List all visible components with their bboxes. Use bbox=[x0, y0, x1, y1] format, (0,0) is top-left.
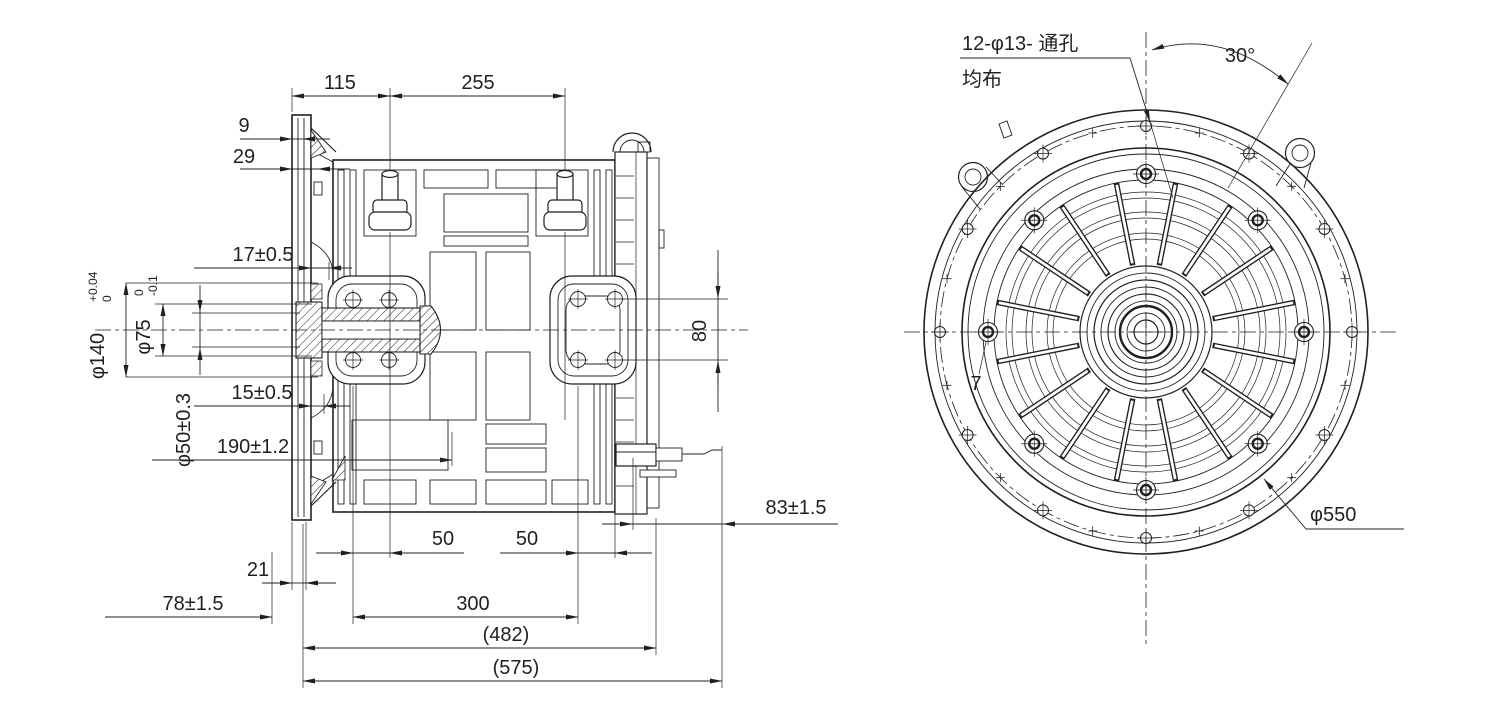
dim-9: 9 bbox=[238, 115, 249, 137]
dim-17: 17±0.5 bbox=[232, 244, 293, 266]
dim-21: 21 bbox=[247, 559, 269, 581]
dim-482: (482) bbox=[483, 624, 530, 646]
dim-78: 78±1.5 bbox=[162, 593, 223, 615]
fan-spoke-core bbox=[1203, 247, 1272, 295]
terminal-posts bbox=[368, 169, 587, 231]
lifting-eye-side bbox=[612, 132, 652, 153]
lifting-lug-right bbox=[1275, 137, 1316, 189]
mounting-flange bbox=[291, 114, 337, 521]
dim-83: 83±1.5 bbox=[765, 497, 826, 519]
dim-15: 15±0.5 bbox=[231, 382, 292, 404]
dim-50b: 50 bbox=[516, 528, 538, 550]
label-7: 7 bbox=[970, 373, 981, 395]
dim-190: 190±1.2 bbox=[217, 436, 289, 458]
fan-spoke-core bbox=[1061, 206, 1109, 275]
dim-dia140-sub: 0 bbox=[100, 295, 114, 302]
dim-29: 29 bbox=[233, 146, 255, 168]
cable-assembly bbox=[615, 443, 722, 478]
dim-115: 115 bbox=[324, 72, 356, 94]
dim-dia75-main: φ75 bbox=[133, 319, 155, 354]
fan-spoke-core bbox=[998, 301, 1078, 320]
dim-dia140-sup: +0.04 bbox=[86, 271, 100, 302]
shaft-nose bbox=[419, 305, 442, 355]
dim-dia75-sub: -0.1 bbox=[146, 275, 160, 296]
fan-spoke-core bbox=[1158, 400, 1177, 480]
front-view bbox=[904, 32, 1396, 646]
dim-80: 80 bbox=[689, 320, 711, 342]
front-dimensions: 12-φ13- 通孔 均布 30° 7 φ550 bbox=[960, 32, 1404, 530]
extension-lines bbox=[126, 88, 728, 688]
angle-reference-line bbox=[1227, 42, 1313, 189]
fan-spoke-core bbox=[1020, 369, 1089, 417]
dim-300: 300 bbox=[456, 593, 489, 615]
lifting-lug-left bbox=[957, 161, 1004, 210]
side-dimensions: 115 255 9 29 17±0.5 15±0.5 190±1.2 φ140 … bbox=[86, 72, 838, 688]
fan-spoke-core bbox=[1203, 369, 1272, 417]
fan-spoke-core bbox=[1115, 184, 1134, 264]
terminal-post bbox=[543, 169, 587, 231]
fan-spoke-core bbox=[998, 344, 1078, 363]
dim-50a: 50 bbox=[432, 528, 454, 550]
fan-spoke-core bbox=[1183, 389, 1231, 458]
output-shaft-section bbox=[295, 301, 442, 359]
dim-255: 255 bbox=[461, 72, 494, 94]
side-view bbox=[95, 114, 748, 521]
dim-dia75: φ75 0 -0.1 bbox=[132, 275, 160, 355]
fan-spoke-core bbox=[1020, 247, 1089, 295]
dim-575: (575) bbox=[493, 657, 540, 679]
note-holes-line2: 均布 bbox=[962, 68, 1002, 91]
fan-features bbox=[931, 117, 1361, 547]
note-holes-line1: 12-φ13- 通孔 bbox=[962, 32, 1078, 55]
fan-spoke-core bbox=[1214, 344, 1294, 363]
dim-dia140-main: φ140 bbox=[87, 333, 109, 379]
dim-30deg: 30° bbox=[1225, 45, 1255, 67]
terminal-post bbox=[368, 169, 412, 231]
dim-dia140: φ140 +0.04 0 bbox=[86, 271, 114, 379]
fan-spoke-core bbox=[1115, 400, 1134, 480]
fan-spoke-core bbox=[1214, 301, 1294, 320]
dimension-lines bbox=[105, 93, 838, 684]
dim-dia75-sup: 0 bbox=[132, 289, 146, 296]
fan-spoke-core bbox=[1183, 206, 1231, 275]
dim-dia50: φ50±0.3 bbox=[173, 393, 195, 467]
dim-dia550: φ550 bbox=[1310, 504, 1356, 526]
angle-arc bbox=[1151, 43, 1289, 85]
fan-spoke-core bbox=[1061, 389, 1109, 458]
top-tab bbox=[998, 120, 1013, 139]
